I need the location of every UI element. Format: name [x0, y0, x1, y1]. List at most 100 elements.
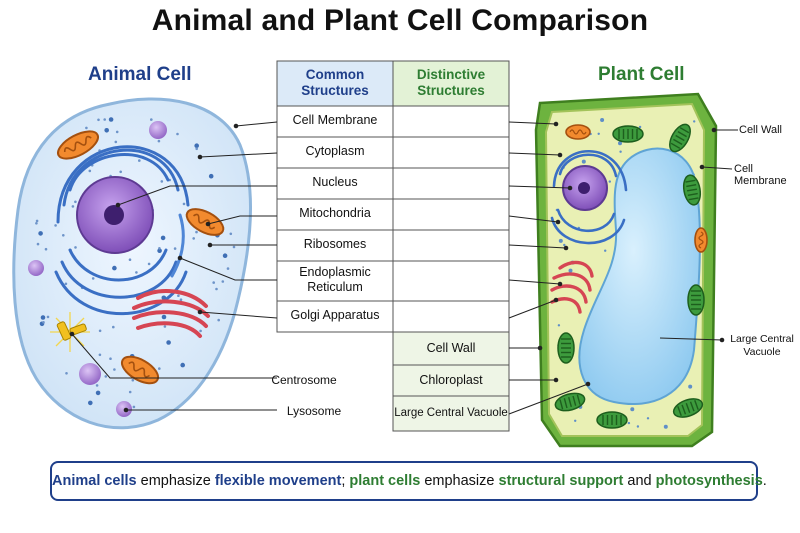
plant-cytoplasm-particle [558, 238, 563, 243]
leader-dot [553, 377, 559, 383]
chloroplast [672, 398, 704, 418]
vesicle [79, 363, 101, 385]
label-centrosome: Centrosome [271, 373, 337, 387]
leader-dot [205, 221, 211, 227]
leader-dot [567, 185, 573, 191]
leader-line [235, 121, 278, 127]
common-header-line: Structures [301, 83, 369, 98]
plant-cytoplasm-particle [636, 425, 640, 428]
animal-mitochondrion [57, 130, 99, 160]
plant-cytoplasm-particle [604, 249, 607, 252]
plant-cell [534, 92, 718, 448]
common-structure-label: Golgi Apparatus [277, 308, 393, 323]
leader-line [117, 185, 277, 206]
summary-note: Animal cells emphasize flexible movement… [50, 461, 767, 501]
plant-cytoplasm-particle [688, 384, 693, 389]
leader-dot [699, 164, 705, 170]
cytoplasm-particle [135, 271, 138, 274]
cytoplasm-particle [74, 246, 77, 249]
leader-dot [563, 245, 569, 251]
animal-golgi [132, 289, 210, 338]
cytoplasm-particle [157, 139, 161, 143]
leader-lines [69, 121, 738, 415]
cytoplasm-particle [157, 248, 162, 253]
plant-mitochondrion [565, 124, 591, 140]
common-structure-line: Ribosomes [303, 237, 367, 251]
plant-mitochondrion [694, 227, 708, 253]
cytoplasm-particle [128, 258, 132, 262]
animal-cell-header: Animal Cell [88, 64, 192, 85]
cytoplasm-particle [166, 340, 171, 345]
cytoplasm-particle [173, 247, 177, 250]
common-row-cell [276, 105, 394, 138]
leader-dot [537, 345, 543, 351]
cytoplasm-particle [54, 224, 57, 227]
common-structure-label: Mitochondria [277, 206, 393, 221]
chloroplast [557, 332, 575, 364]
leader-dot [233, 123, 239, 129]
common-structure-line: Golgi Apparatus [290, 308, 380, 322]
cytoplasm-particle [195, 147, 198, 151]
leader-dot [711, 127, 717, 133]
leader-dot [553, 297, 559, 303]
cytoplasm-particle [74, 200, 77, 204]
distinct-row-cell-empty [392, 136, 510, 169]
note-text: emphasize [136, 473, 215, 489]
note-animal-cells: Animal cells [52, 473, 137, 489]
cytoplasm-particle [109, 357, 112, 361]
vesicle [28, 260, 44, 276]
cytoplasm-particle [229, 232, 233, 236]
page-title: Animal and Plant Cell Comparison [151, 4, 649, 37]
cytoplasm-particle [132, 405, 136, 409]
distinct-structure-line: Large Central Vacuole [394, 406, 508, 419]
cytoplasm-particle [158, 367, 161, 370]
leader-line [508, 383, 589, 415]
animal-mitochondrion [120, 355, 160, 385]
cytoplasm-particle [71, 205, 75, 208]
cytoplasm-particle [64, 282, 68, 286]
plant-nucleolus [578, 182, 590, 194]
leader-line [71, 333, 277, 379]
cytoplasm-particle [35, 219, 39, 223]
common-structure-label: Cytoplasm [277, 144, 393, 159]
leader-line [508, 215, 559, 223]
cytoplasm-particle [131, 378, 135, 382]
common-structure-line: Mitochondria [299, 206, 371, 220]
cytoplasm-particle [128, 390, 132, 394]
cytoplasm-particle [208, 173, 214, 179]
chloroplast [554, 392, 586, 412]
animal-cell [12, 97, 252, 430]
chloroplast [612, 125, 644, 143]
distinct-structure-line: Cell Wall [426, 340, 476, 355]
cytoplasm-particle [104, 128, 109, 133]
distinct-header-line: Distinctive [416, 67, 486, 82]
chloroplast [682, 174, 702, 206]
cytoplasm-particle [161, 314, 167, 320]
cytoplasm-particle [113, 368, 116, 371]
cytoplasm-particle [115, 130, 119, 134]
plant-cytoplasm-particle [663, 424, 668, 429]
cytoplasm-particle [158, 247, 161, 250]
common-structure-line: Reticulum [307, 280, 363, 294]
plant-cytoplasm-particle [619, 150, 622, 153]
leader-dot [553, 121, 559, 127]
cytoplasm-particle [95, 390, 101, 396]
cytoplasm-particle [103, 118, 106, 121]
cytoplasm-particle [36, 242, 40, 246]
plant-cytoplasm-particle [563, 243, 566, 247]
distinctive-structures-header: Distinctive Structures [393, 67, 509, 99]
distinct-row-cell-empty [392, 105, 510, 138]
common-structure-line: Endoplasmic [299, 265, 371, 279]
leader-line [508, 299, 557, 319]
note-text: ; [341, 473, 350, 489]
leader-line [508, 185, 571, 189]
leader-dot [197, 309, 203, 315]
cytoplasm-particle [119, 170, 122, 174]
plant-cytoplasm-particle [630, 407, 635, 412]
cytoplasm-particle [42, 321, 45, 324]
plant-cytoplasm-particle [638, 125, 642, 129]
vesicle [149, 121, 167, 139]
leader-dot [557, 281, 563, 287]
animal-nucleolus [104, 205, 124, 225]
cytoplasm-particle [104, 375, 108, 378]
